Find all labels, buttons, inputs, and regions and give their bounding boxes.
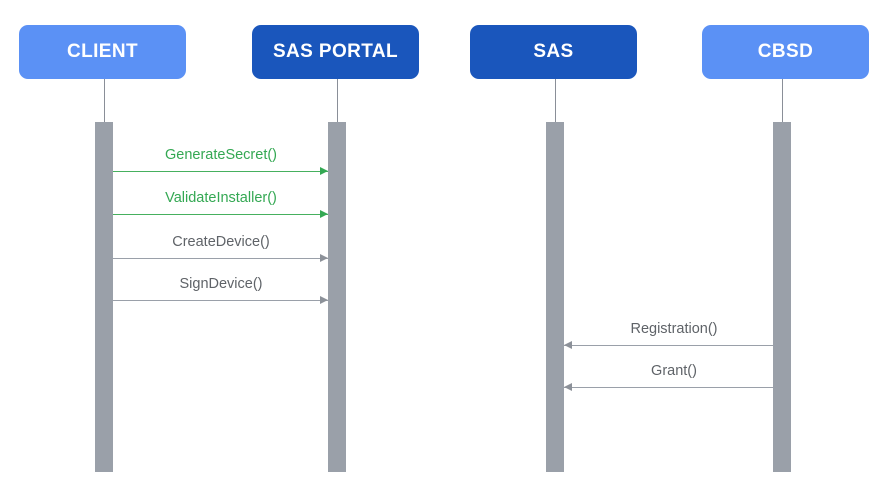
actor-box-sas[interactable]: SAS bbox=[470, 25, 637, 79]
actor-box-client[interactable]: CLIENT bbox=[19, 25, 186, 79]
message-line-create-device bbox=[113, 258, 328, 259]
activation-bar-client bbox=[95, 122, 113, 472]
actor-label-sas-portal: SAS PORTAL bbox=[272, 41, 399, 62]
message-label-sign-device: SignDevice() bbox=[179, 276, 263, 292]
actor-box-sas-portal[interactable]: SAS PORTAL bbox=[252, 25, 419, 79]
message-line-generate-secret bbox=[113, 171, 328, 172]
actor-label-sas: SAS bbox=[533, 41, 574, 62]
lifeline-cbsd bbox=[782, 79, 783, 122]
activation-bar-cbsd bbox=[773, 122, 791, 472]
message-line-registration bbox=[564, 345, 773, 346]
message-line-sign-device bbox=[113, 300, 328, 301]
message-arrowhead-generate-secret bbox=[320, 167, 328, 175]
actor-label-client: CLIENT bbox=[66, 41, 138, 62]
message-arrowhead-validate-installer bbox=[320, 210, 328, 218]
message-label-registration: Registration() bbox=[630, 321, 718, 337]
message-arrowhead-registration bbox=[564, 341, 572, 349]
message-label-grant: Grant() bbox=[651, 363, 697, 379]
message-label-create-device: CreateDevice() bbox=[172, 234, 270, 250]
activation-bar-sas bbox=[546, 122, 564, 472]
message-arrowhead-grant bbox=[564, 383, 572, 391]
activation-bar-sas-portal bbox=[328, 122, 346, 472]
actor-label-cbsd: CBSD bbox=[757, 41, 814, 62]
actor-box-cbsd[interactable]: CBSD bbox=[702, 25, 869, 79]
message-line-validate-installer bbox=[113, 214, 328, 215]
message-line-grant bbox=[564, 387, 773, 388]
message-arrowhead-create-device bbox=[320, 254, 328, 262]
lifeline-sas bbox=[555, 79, 556, 122]
message-label-generate-secret: GenerateSecret() bbox=[164, 147, 278, 163]
lifeline-client bbox=[104, 79, 105, 122]
message-arrowhead-sign-device bbox=[320, 296, 328, 304]
message-label-validate-installer: ValidateInstaller() bbox=[165, 190, 277, 206]
lifeline-sas-portal bbox=[337, 79, 338, 122]
